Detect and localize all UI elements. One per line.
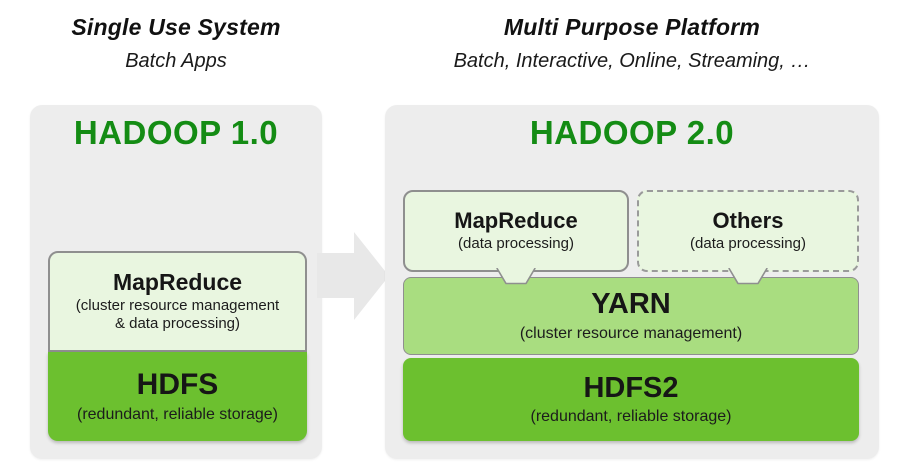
hadoop1-mapreduce-subtitle-line1: (cluster resource management [75,297,280,315]
mapreduce-yarn-connector-tab-icon [496,268,536,285]
hadoop2-yarn-subtitle: (cluster resource management) [519,324,743,342]
hadoop1-hdfs-title: HDFS [136,368,219,402]
hadoop1-label: HADOOP 1.0 [73,114,279,151]
hadoop1-mapreduce-box: MapReduce (cluster resource management &… [48,251,307,352]
hadoop2-mapreduce-title: MapReduce [454,208,578,234]
hadoop2-label: HADOOP 2.0 [529,114,735,151]
left-subtitle: Batch Apps [125,50,227,72]
hadoop2-hdfs2-title: HDFS2 [583,371,679,404]
hadoop2-hdfs2-box: HDFS2 (redundant, reliable storage) [403,358,859,441]
hadoop2-mapreduce-box: MapReduce (data processing) [403,190,629,272]
hadoop1-mapreduce-subtitle-line2: & data processing) [114,315,241,333]
right-subtitle: Batch, Interactive, Online, Streaming, … [453,50,811,72]
others-yarn-connector-tab-icon [728,268,768,285]
hadoop2-others-box: Others (data processing) [637,190,859,272]
transition-arrow-icon [317,232,389,320]
right-column-header: Multi Purpose Platform Batch, Interactiv… [385,14,879,73]
hadoop2-yarn-title: YARN [591,288,671,321]
left-title: Single Use System [71,14,281,40]
hadoop1-hdfs-box: HDFS (redundant, reliable storage) [48,352,307,441]
hadoop1-hdfs-subtitle: (redundant, reliable storage) [76,405,278,423]
hadoop2-yarn-box: YARN (cluster resource management) [403,277,859,355]
hadoop1-panel: HADOOP 1.0 MapReduce (cluster resource m… [30,105,322,459]
hadoop2-others-title: Others [712,208,784,234]
hadoop1-mapreduce-title: MapReduce [112,269,243,296]
hadoop2-mapreduce-subtitle: (data processing) [458,235,574,253]
right-title: Multi Purpose Platform [503,14,761,40]
left-column-header: Single Use System Batch Apps [30,14,322,73]
hadoop2-hdfs2-subtitle: (redundant, reliable storage) [530,408,732,426]
hadoop2-panel: HADOOP 2.0 YARN (cluster resource manage… [385,105,879,459]
hadoop2-others-subtitle: (data processing) [690,235,806,253]
